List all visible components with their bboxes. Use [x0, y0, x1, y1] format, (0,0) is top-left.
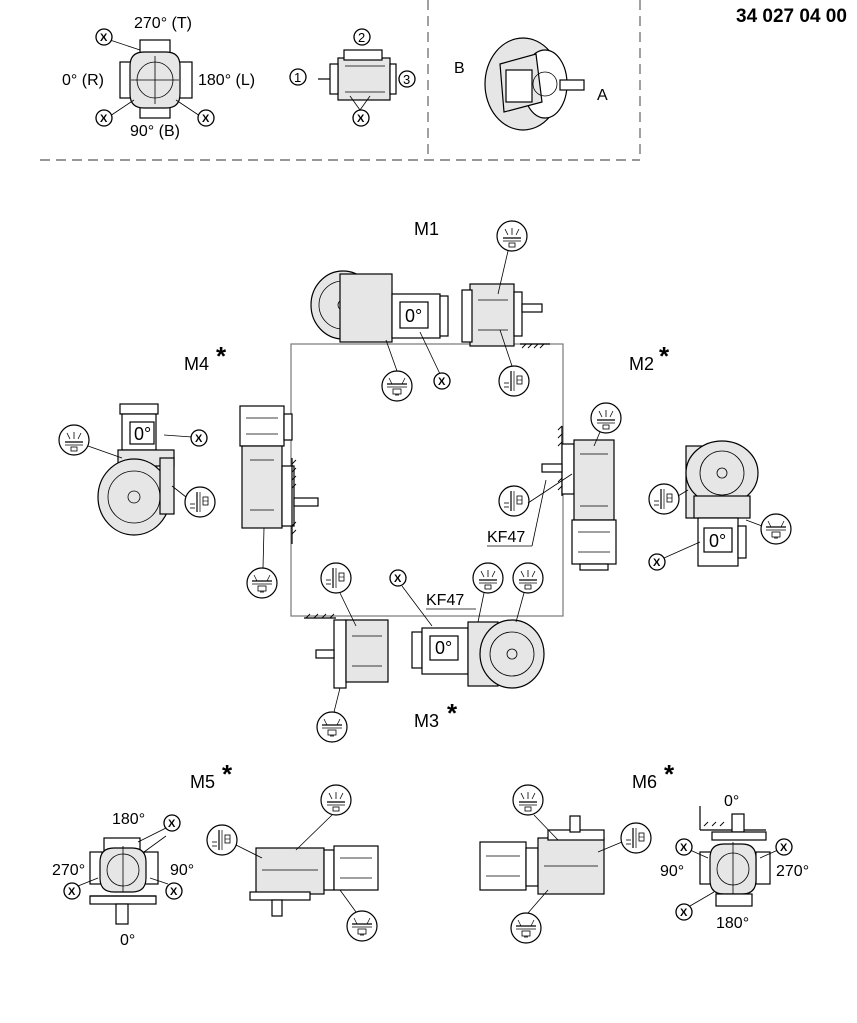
svg-text:X: X [170, 886, 178, 898]
m6-left-label: 90° [660, 863, 684, 880]
m1-front-view: 0° [310, 270, 449, 343]
svg-text:X: X [653, 557, 661, 569]
svg-text:*: * [447, 698, 458, 728]
m5-front-view: 180° 270° 90° 0° X X X [52, 811, 194, 949]
terminal-box-legend: 270° (T) 0° (R) 180° (L) 90° (B) X X X [62, 15, 255, 140]
svg-text:0°: 0° [709, 531, 726, 551]
svg-text:X: X [357, 113, 365, 125]
svg-text:1: 1 [294, 70, 301, 85]
svg-text:*: * [659, 341, 670, 371]
svg-text:X: X [438, 376, 446, 388]
legend-frame [40, 0, 641, 161]
svg-text:3: 3 [403, 72, 410, 87]
m1-symbols: X [381, 220, 530, 402]
svg-text:0°: 0° [405, 306, 422, 326]
m3-front-view: 0° X KF47 [389, 562, 545, 689]
svg-text:X: X [168, 818, 176, 830]
label-m3: M3 [414, 711, 439, 731]
svg-text:0°: 0° [435, 638, 452, 658]
cable-entry-legend: 2 1 3 X [289, 28, 416, 127]
gearmotor-3d-view: B A [454, 37, 608, 131]
m6-top-label: 0° [724, 793, 739, 810]
svg-text:X: X [68, 886, 76, 898]
m1-side-view [461, 283, 550, 349]
label-m2: M2 [629, 354, 654, 374]
m5-right-label: 90° [170, 862, 194, 879]
m6-bottom-label: 180° [716, 915, 749, 932]
model-label-right: KF47 [487, 529, 525, 546]
m6-right-label: 270° [776, 863, 809, 880]
label-m1: M1 [414, 219, 439, 239]
svg-text:X: X [780, 842, 788, 854]
side-b-label: B [454, 60, 465, 77]
m6-side-view [479, 784, 652, 944]
svg-text:*: * [216, 341, 227, 371]
svg-text:X: X [195, 433, 203, 445]
legend-top-label: 270° (T) [134, 15, 192, 32]
label-m5: M5 [190, 772, 215, 792]
label-m6: M6 [632, 772, 657, 792]
svg-text:X: X [100, 32, 108, 44]
m6-front-view: 0° 90° 270° 180° X X X [660, 793, 809, 932]
svg-text:X: X [680, 907, 688, 919]
svg-text:2: 2 [358, 30, 365, 45]
legend-right-label: 180° (L) [198, 72, 255, 89]
model-label-bottom: KF47 [426, 592, 464, 609]
svg-text:X: X [100, 113, 108, 125]
m5-side-view [206, 784, 379, 942]
m2-front-view: 0° X [648, 440, 792, 571]
legend-bottom-label: 90° (B) [130, 123, 180, 140]
m3-side-view [304, 562, 389, 743]
svg-text:X: X [680, 842, 688, 854]
m5-top-label: 180° [112, 811, 145, 828]
legend-left-label: 0° (R) [62, 72, 104, 89]
svg-text:0°: 0° [134, 424, 151, 444]
m2-side-view: KF47 [487, 402, 622, 571]
m5-left-label: 270° [52, 862, 85, 879]
svg-text:X: X [202, 113, 210, 125]
m4-side-view [239, 405, 319, 599]
label-m4: M4 [184, 354, 209, 374]
m4-front-view: 0° X [58, 403, 216, 536]
m5-bottom-label: 0° [120, 932, 135, 949]
svg-text:*: * [664, 759, 675, 789]
side-a-label: A [597, 87, 608, 104]
document-number: 34 027 04 00 [736, 6, 847, 27]
svg-text:*: * [222, 759, 233, 789]
svg-text:X: X [394, 573, 402, 585]
